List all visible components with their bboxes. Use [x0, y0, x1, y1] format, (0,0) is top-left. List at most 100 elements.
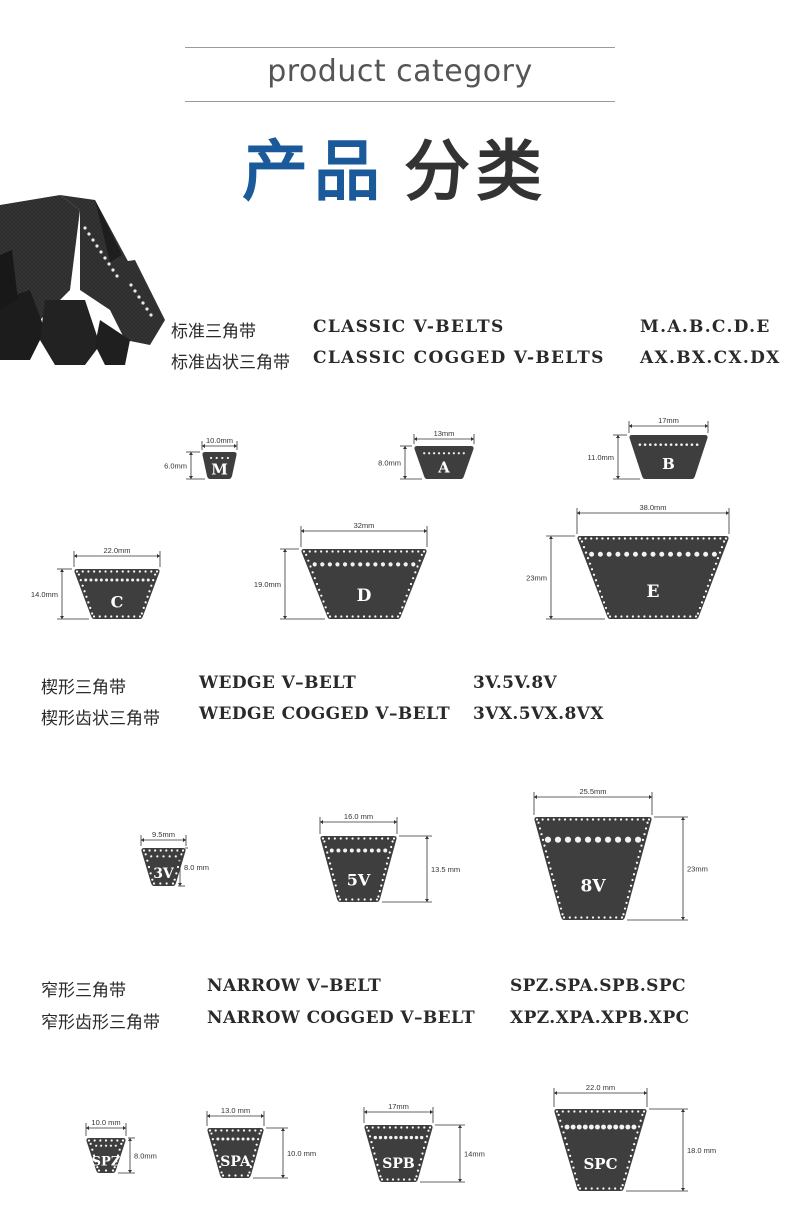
belt-c-body	[74, 569, 160, 619]
belt-5v-height-label: 13.5 mm	[431, 865, 460, 874]
belt-e-body	[577, 536, 729, 619]
belt-3v-width-label: 9.5mm	[152, 830, 175, 839]
belt-5v-width-label: 16.0 mm	[344, 812, 373, 821]
belt-spb-edge-dots	[365, 1126, 432, 1181]
belt-m-name: M	[211, 460, 228, 478]
belt-m-height-dimension: 6.0mm	[164, 451, 205, 480]
header-bottom-rule	[185, 101, 615, 102]
belt-spc-height-label: 18.0 mm	[687, 1146, 716, 1155]
belt-e-height-label: 23mm	[526, 574, 547, 583]
belt-5v: 5V 16.0 mm 13.5 mm	[319, 812, 460, 903]
belt-5v-name: 5V	[347, 870, 371, 889]
belt-spz-width-dimension: 10.0 mm	[85, 1118, 127, 1136]
belt-spa-width-dimension: 13.0 mm	[206, 1106, 265, 1126]
belt-spz: SPZ 10.0 mm 8.0mm	[85, 1118, 157, 1174]
belt-spb-height-label: 14mm	[464, 1150, 485, 1159]
belt-e-height-dimension: 23mm	[526, 535, 605, 620]
belt-photo-dots	[83, 226, 153, 317]
belt-8v-name: 8V	[580, 877, 606, 897]
belt-d-height-dimension: 19.0mm	[254, 548, 325, 620]
belt-3v-edge-dots	[142, 849, 185, 885]
belt-a-width-label: 13mm	[434, 429, 455, 438]
page-title-part1: 产品	[242, 133, 386, 210]
belt-spb-name: SPB	[382, 1156, 415, 1172]
belt-8v-height-label: 23mm	[687, 865, 708, 874]
section1-row2-models: AX.BX.CX.DX	[640, 348, 781, 368]
belt-spa-height-dimension: 10.0 mm	[253, 1127, 316, 1179]
belt-spa-name: SPA	[220, 1154, 252, 1170]
belt-5v-cords	[329, 848, 388, 853]
belt-d-edge-dots	[302, 550, 426, 618]
belt-spc-body	[554, 1109, 647, 1191]
section3-row1-models: SPZ.SPA.SPB.SPC	[510, 976, 686, 996]
page-subtitle: product category	[267, 54, 533, 89]
belt-d-width-dimension: 32mm	[300, 521, 428, 547]
section3-row2-models: XPZ.XPA.XPB.XPC	[510, 1008, 690, 1028]
belt-spb-width-dimension: 17mm	[363, 1102, 434, 1123]
belt-5v-height-dimension: 13.5 mm	[382, 835, 460, 903]
belt-spb: SPB 17mm 14mm	[363, 1102, 485, 1183]
belt-spa-cords	[216, 1137, 255, 1141]
belt-spc-cords	[564, 1124, 637, 1130]
section1-row1-cn: 标准三角带	[171, 322, 256, 342]
belt-c-height-dimension: 14.0mm	[31, 568, 89, 620]
belt-spz-cords	[95, 1144, 117, 1147]
belt-8v: 8V 25.5mm 23mm	[533, 787, 708, 921]
belt-spa-width-label: 13.0 mm	[221, 1106, 250, 1115]
belt-b-cords	[638, 443, 699, 446]
belt-5v-body	[320, 836, 397, 902]
belt-d-name: D	[357, 586, 372, 606]
belt-spb-body	[364, 1125, 433, 1182]
belt-c-width-dimension: 22.0mm	[73, 546, 161, 567]
belt-spz-width-label: 10.0 mm	[91, 1118, 120, 1127]
section1-row1-models: M.A.B.C.D.E	[640, 317, 771, 337]
section2-row2-cn: 楔形齿状三角带	[41, 709, 160, 729]
section2-row1-models: 3V.5V.8V	[473, 673, 558, 693]
belt-spz-name: SPZ	[92, 1154, 121, 1169]
belt-8v-body	[534, 817, 652, 920]
belt-3v-width-dimension: 9.5mm	[140, 830, 187, 846]
section2-row2-en: WEDGE COGGED V–BELT	[199, 704, 451, 724]
belt-8v-width-label: 25.5mm	[579, 787, 606, 796]
belt-3v-cords	[150, 855, 177, 858]
belt-b: B 17mm 11.0mm	[587, 416, 709, 480]
belt-spa-height-label: 10.0 mm	[287, 1149, 316, 1158]
section3-row2-cn: 窄形齿形三角带	[41, 1013, 160, 1033]
belt-b-name: B	[662, 455, 675, 473]
belt-spz-height-dimension: 8.0mm	[118, 1137, 157, 1174]
belt-e-cords	[589, 551, 717, 557]
belt-m-height-label: 6.0mm	[164, 462, 187, 471]
belt-3v-height-dimension: 8.0 mm	[178, 847, 209, 887]
belt-d-cords	[312, 562, 416, 567]
belt-spb-width-label: 17mm	[388, 1102, 409, 1111]
belt-b-height-label: 11.0mm	[587, 453, 614, 462]
belt-b-width-dimension: 17mm	[628, 416, 709, 433]
belt-m-cords	[210, 456, 229, 460]
belt-spb-height-dimension: 14mm	[420, 1124, 485, 1183]
belt-d-width-label: 32mm	[354, 521, 375, 530]
section1-row2-cn: 标准齿状三角带	[171, 353, 290, 373]
belt-a-height-dimension: 8.0mm	[378, 445, 422, 480]
belt-d: D 32mm 19.0mm	[254, 521, 428, 620]
belt-3v-name: 3V	[153, 866, 175, 882]
belt-spc-width-dimension: 22.0 mm	[553, 1083, 648, 1107]
belt-b-height-dimension: 11.0mm	[587, 434, 640, 480]
page-title: 产品分类	[0, 118, 790, 214]
belt-d-body	[301, 549, 427, 619]
belt-m: M 10.0mm 6.0mm	[164, 436, 238, 480]
belt-m-width-label: 10.0mm	[206, 436, 233, 445]
belt-spa-body	[207, 1128, 264, 1178]
belt-5v-width-dimension: 16.0 mm	[319, 812, 398, 834]
belt-spc-height-dimension: 18.0 mm	[626, 1108, 716, 1192]
belt-spz-height-label: 8.0mm	[134, 1152, 157, 1161]
belt-5v-edge-dots	[321, 837, 396, 901]
belt-8v-height-dimension: 23mm	[627, 816, 708, 921]
belt-d-height-label: 19.0mm	[254, 580, 281, 589]
belt-spa-edge-dots	[208, 1129, 263, 1177]
belt-a-cords	[423, 452, 465, 455]
page-title-part2: 分类	[404, 133, 548, 210]
